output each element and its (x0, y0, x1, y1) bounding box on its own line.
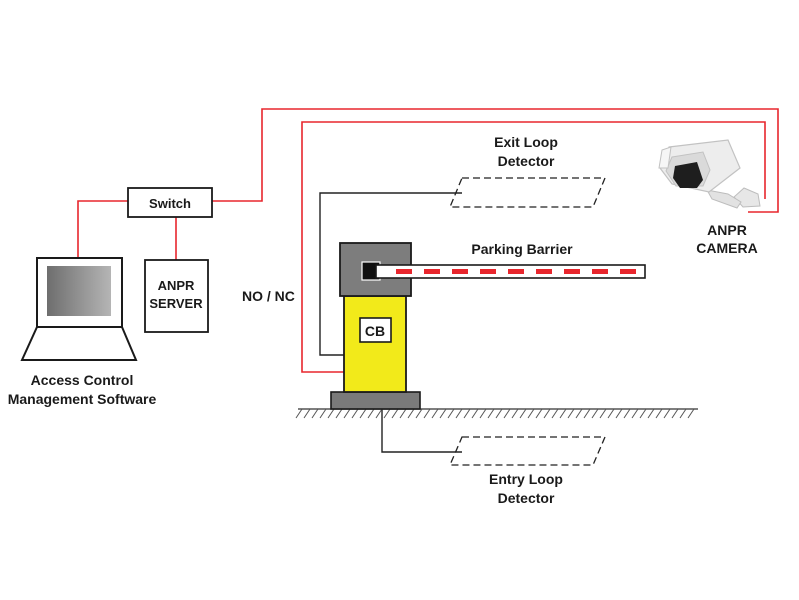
entry-loop-label-line1: Entry Loop (489, 471, 563, 487)
ground-hatch-mark (671, 408, 679, 419)
no-nc-label: NO / NC (242, 288, 295, 304)
ground-hatch-mark (559, 408, 567, 419)
ground-hatch-mark (383, 408, 391, 419)
ground-hatch-mark (567, 408, 575, 419)
ground-hatch-mark (375, 408, 383, 419)
ground-hatch-mark (543, 408, 551, 419)
cctv-camera-icon (658, 139, 761, 209)
ground-hatch-mark (319, 408, 327, 419)
exit-loop-detector (449, 177, 606, 208)
ground-hatch-mark (623, 408, 631, 419)
laptop-icon (20, 257, 138, 361)
ground-hatch-mark (519, 408, 527, 419)
anpr-camera-label-line1: ANPR (707, 222, 747, 238)
ground-hatch-mark (471, 408, 479, 419)
barrier-arm-stripe (508, 269, 524, 274)
barrier-arm-stripe (452, 269, 468, 274)
ground-hatch-mark (583, 408, 591, 419)
ground-hatch-mark (335, 408, 343, 419)
barrier-base (330, 391, 421, 410)
ground-hatch-mark (647, 408, 655, 419)
ground-hatch-mark (391, 408, 399, 419)
ground-hatch-mark (351, 408, 359, 419)
ground-hatch-mark (455, 408, 463, 419)
barrier-post (343, 295, 407, 393)
ground-hatch-mark (607, 408, 615, 419)
barrier-arm-stripe (620, 269, 636, 274)
ground-hatch-mark (367, 408, 375, 419)
barrier-arm-stripe (564, 269, 580, 274)
ground-hatch-mark (511, 408, 519, 419)
ground-hatch-mark (479, 408, 487, 419)
ground-hatch-mark (639, 408, 647, 419)
cb-box (359, 317, 392, 343)
ground-hatch-mark (463, 408, 471, 419)
laptop-switch-cable (77, 200, 128, 260)
exit-loop-label-line2: Detector (498, 153, 555, 169)
ground-hatch-mark (503, 408, 511, 419)
ground-hatch-mark (439, 408, 447, 419)
access-control-label-line2: Management Software (8, 391, 157, 407)
switch-label: Switch (149, 196, 191, 211)
barrier-arm-stripe (424, 269, 440, 274)
ground-hatch-mark (663, 408, 671, 419)
switch-box (127, 187, 213, 218)
access-control-label-line1: Access Control (31, 372, 134, 388)
ground-hatch-mark (447, 408, 455, 419)
ground-hatch-mark (655, 408, 663, 419)
ground-hatch-mark (295, 408, 303, 419)
ground-hatch-mark (535, 408, 543, 419)
ground-hatch-mark (575, 408, 583, 419)
ground-hatch-mark (527, 408, 535, 419)
ground (295, 408, 698, 419)
ground-hatch-mark (407, 408, 415, 419)
ground-hatch-mark (599, 408, 607, 419)
ground-hatch-mark (615, 408, 623, 419)
entry-loop-detector (449, 436, 606, 466)
ground-hatch-mark (399, 408, 407, 419)
ground-hatch-mark (495, 408, 503, 419)
barrier-arm (375, 264, 646, 279)
ground-hatch-mark (327, 408, 335, 419)
anpr-server-label-line1: ANPR (158, 278, 195, 293)
barrier-arm-stripe (536, 269, 552, 274)
anpr-server-box (144, 259, 209, 333)
ground-hatch-mark (591, 408, 599, 419)
ground-hatch-mark (487, 408, 495, 419)
ground-hatch-mark (631, 408, 639, 419)
barrier-arm-stripe (396, 269, 412, 274)
ground-hatch-mark (551, 408, 559, 419)
ground-hatch-mark (311, 408, 319, 419)
ground-hatch-mark (679, 408, 687, 419)
camera-network-cable (212, 108, 779, 213)
anpr-server-label-line2: SERVER (149, 296, 203, 311)
entry-loop-label-line2: Detector (498, 490, 555, 506)
ground-hatch-mark (343, 408, 351, 419)
exit-loop-cable (319, 192, 462, 356)
ground-hatch-mark (431, 408, 439, 419)
barrier-arm-stripe (480, 269, 496, 274)
barrier-arm-stripe (592, 269, 608, 274)
exit-loop-label-line1: Exit Loop (494, 134, 558, 150)
parking-barrier-label: Parking Barrier (471, 241, 573, 257)
anpr-camera-label-line2: CAMERA (696, 240, 757, 256)
cb-label: CB (365, 323, 385, 339)
ground-hatch-mark (687, 408, 695, 419)
ground-hatch-mark (359, 408, 367, 419)
ground-hatch-mark (423, 408, 431, 419)
ground-hatch-mark (303, 408, 311, 419)
ground-hatch-mark (415, 408, 423, 419)
